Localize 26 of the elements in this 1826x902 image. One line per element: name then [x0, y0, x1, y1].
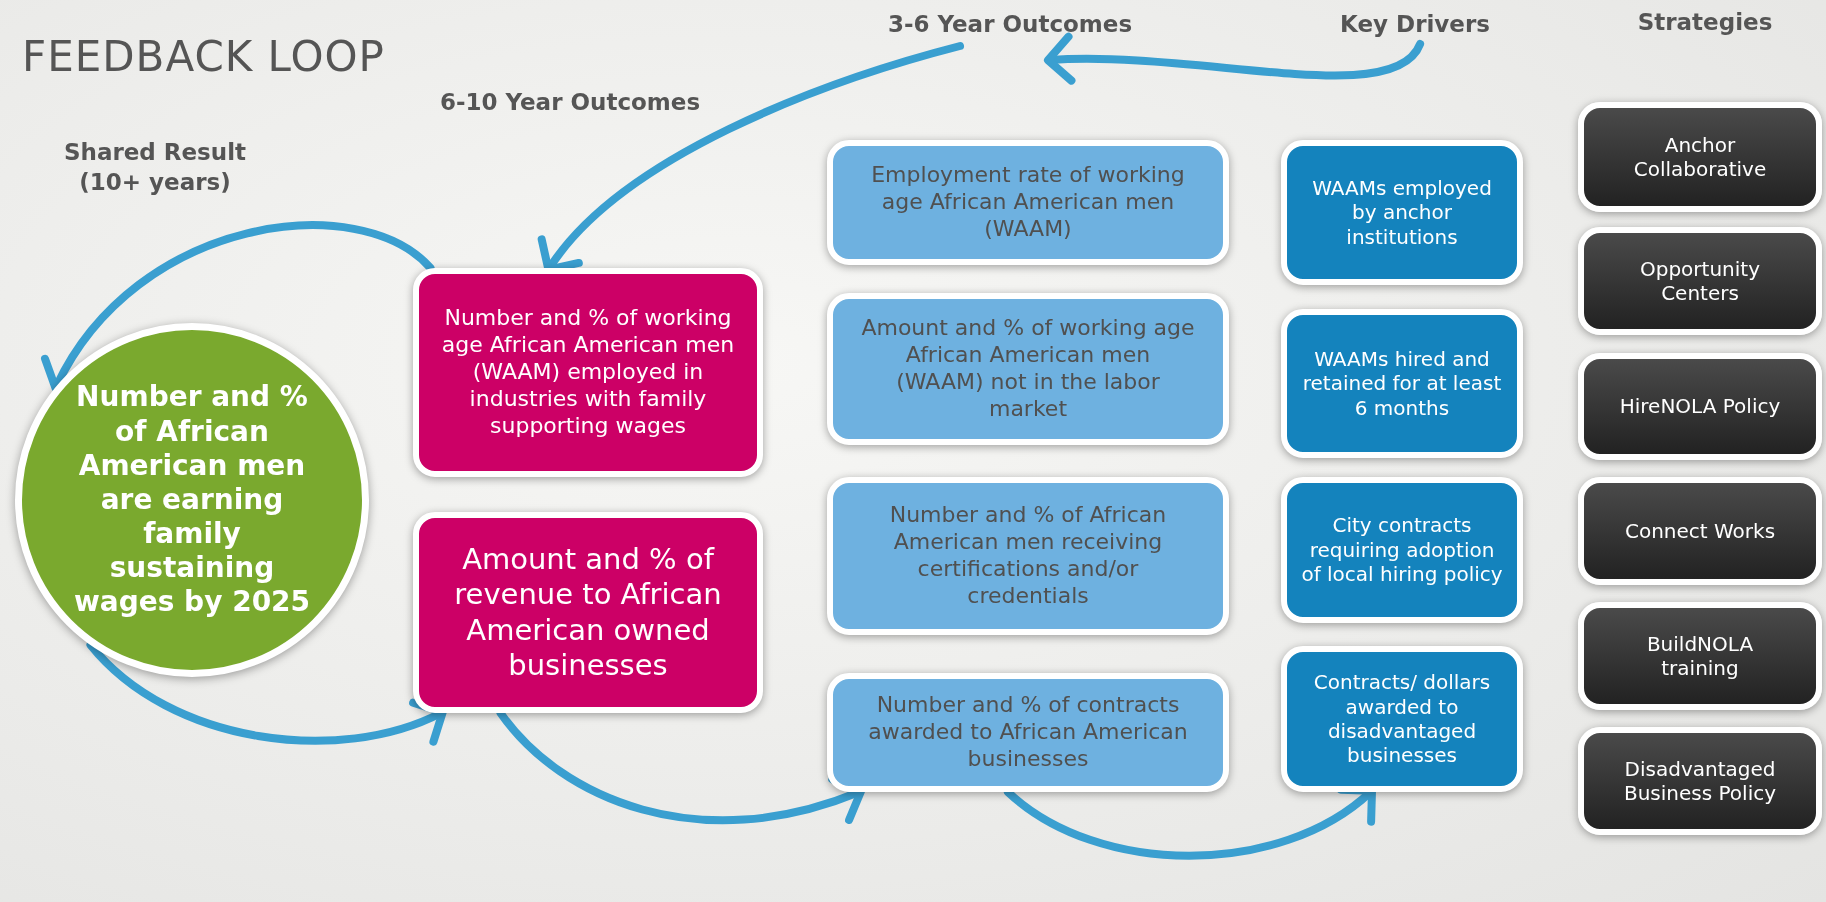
column-header: Key Drivers — [1330, 4, 1500, 44]
diagram-title: FEEDBACK LOOP — [22, 32, 385, 81]
column-header: 3-6 Year Outcomes — [885, 4, 1135, 60]
strategy-box: Disadvantaged Business Policy — [1578, 727, 1822, 835]
driver-box: WAAMs employed by anchor institutions — [1281, 140, 1523, 285]
driver-box: Contracts/ dollars awarded to disadvantaged businesses — [1281, 646, 1523, 792]
driver-box: WAAMs hired and retained for at least 6 months — [1281, 309, 1523, 458]
strategy-box: BuildNOLA training — [1578, 602, 1822, 710]
driver-box: City contracts requiring adoption of local hiring policy — [1281, 477, 1523, 623]
curved-arrow — [1044, 33, 1425, 86]
strategy-box: Opportunity Centers — [1578, 227, 1822, 335]
outcome-box: Number and % of African American men receiving certifications and/or credentials — [827, 477, 1229, 635]
column-header: Strategies — [1636, 8, 1774, 37]
curved-arrow — [86, 641, 447, 746]
column-header: Shared Result (10+ years) — [62, 138, 248, 197]
outcome-box: Number and % of contracts awarded to African American businesses — [827, 673, 1229, 792]
strategy-box: HireNOLA Policy — [1578, 353, 1822, 460]
result-circle: Number and % of African American men are earning family sustaining wages by 2025 — [15, 323, 369, 677]
outcome-box: Employment rate of working age African American men (WAAM) — [827, 140, 1229, 265]
outcome-box: Amount and % of revenue to African American owned businesses — [413, 512, 763, 713]
strategy-box: Anchor Collaborative — [1578, 102, 1822, 212]
outcome-box: Amount and % of working age African American men (WAAM) not in the labor market — [827, 293, 1229, 445]
column-header: 6-10 Year Outcomes — [438, 88, 702, 117]
curved-arrow — [43, 221, 435, 392]
outcome-box: Number and % of working age African American men (WAAM) employed in industries with family supporting wages — [413, 268, 763, 477]
strategy-box: Connect Works — [1578, 477, 1822, 585]
